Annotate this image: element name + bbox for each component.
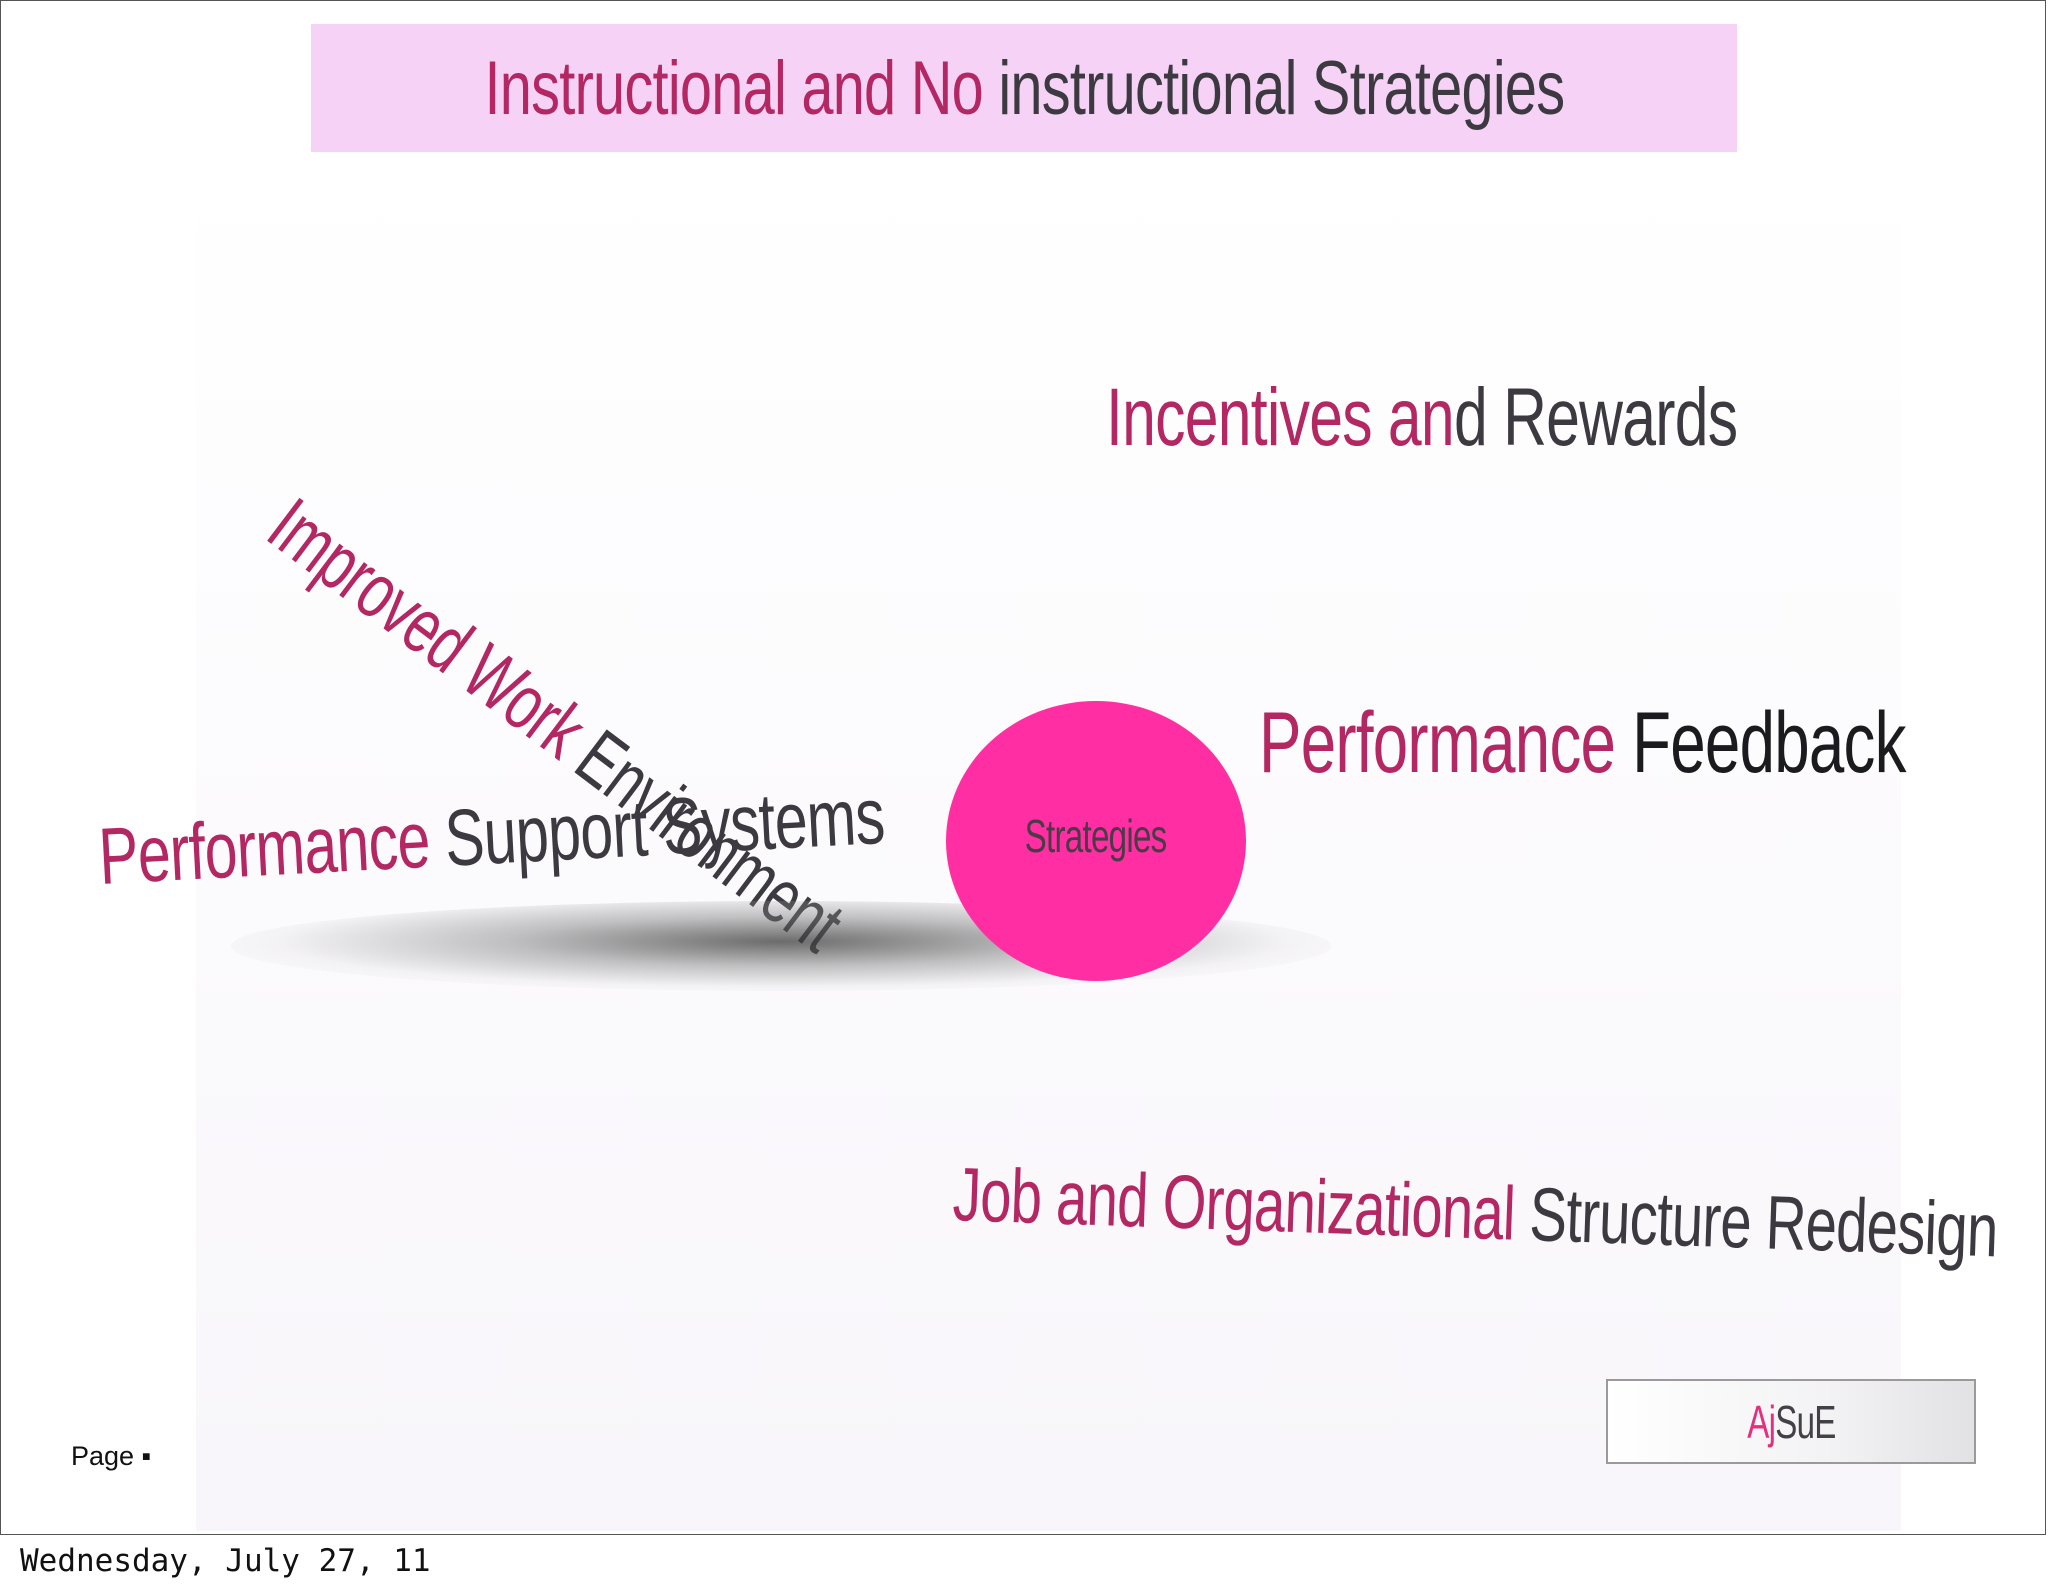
strategies-circle-label: Strategies <box>1025 810 1168 862</box>
item-feedback-part-2: Feedback <box>1615 695 1906 791</box>
item-incentives-and-rewards: Incentives and Rewards <box>1106 371 1738 465</box>
date-footer: Wednesday, July 27, 11 <box>20 1543 431 1579</box>
item-job-part-1: Job and Organizational <box>951 1152 1517 1257</box>
item-support-part-1: Performance <box>96 794 432 901</box>
item-job-part-2: Structure Redesign <box>1513 1171 1999 1274</box>
ajsue-logo: AjSuE <box>1606 1379 1976 1464</box>
slide: Instructional and No instructional Strat… <box>0 0 2046 1535</box>
title-part-1: Instructional and No <box>484 45 983 131</box>
logo-part-2: SuE <box>1774 1395 1836 1448</box>
page-title: Instructional and No instructional Strat… <box>484 45 1565 132</box>
item-performance-feedback: Performance Feedback <box>1259 694 1906 793</box>
title-banner: Instructional and No instructional Strat… <box>311 24 1737 152</box>
logo-text: AjSuE <box>1746 1395 1836 1449</box>
item-feedback-part-1: Performance <box>1259 695 1616 791</box>
strategies-circle: Strategies <box>946 701 1246 981</box>
page-number-label: Page ▪ <box>71 1441 152 1471</box>
title-part-2: instructional Strategies <box>982 45 1565 131</box>
item-incentives-part-2: d Rewards <box>1453 372 1738 463</box>
item-incentives-part-1: Incentives an <box>1106 372 1455 463</box>
logo-part-1: Aj <box>1746 1395 1776 1448</box>
